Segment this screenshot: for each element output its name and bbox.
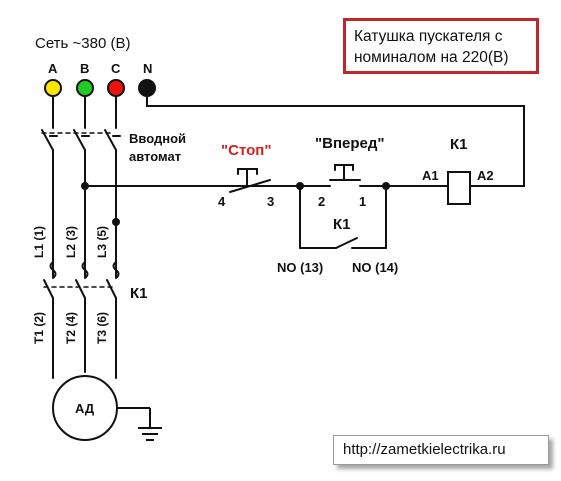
stop-label: "Стоп" bbox=[221, 142, 271, 159]
phase-a-label: A bbox=[48, 61, 58, 76]
no13-label: NO (13) bbox=[277, 260, 323, 275]
coil-label: К1 bbox=[450, 136, 468, 153]
breaker-label-1: Вводной bbox=[129, 131, 186, 146]
neutral-wire bbox=[146, 94, 525, 187]
coil-terminal-a1: A1 bbox=[422, 168, 439, 183]
phase-c-label: C bbox=[111, 61, 121, 76]
callout-line-1: Катушка пускателя с bbox=[354, 28, 503, 45]
no14-label: NO (14) bbox=[352, 260, 398, 275]
phase-c-lamp bbox=[107, 79, 125, 97]
breaker-label-2: автомат bbox=[129, 149, 181, 164]
phase-b-lamp bbox=[76, 79, 94, 97]
output-terminal-t2: T2 (4) bbox=[64, 312, 78, 344]
motor-label: АД bbox=[75, 401, 95, 416]
coil-terminal-a2: A2 bbox=[477, 168, 494, 183]
forward-button bbox=[299, 164, 387, 187]
network-label: Сеть ~380 (В) bbox=[35, 35, 130, 52]
junction-dots bbox=[81, 182, 390, 226]
input-terminal-l2: L2 (3) bbox=[64, 226, 78, 258]
output-terminal-t3: T3 (6) bbox=[95, 312, 109, 344]
output-terminal-t1: T1 (2) bbox=[32, 312, 46, 344]
phase-b-label: B bbox=[80, 61, 89, 76]
contactor-label: К1 bbox=[130, 285, 148, 302]
aux-contact-label: К1 bbox=[333, 216, 351, 233]
coil-callout: Катушка пускателя с номиналом на 220(В) bbox=[343, 18, 539, 74]
stop-button bbox=[229, 168, 301, 193]
callout-line-2: номиналом на 220(В) bbox=[354, 49, 509, 66]
forward-terminal-2: 2 bbox=[318, 194, 325, 209]
aux-contact-k1 bbox=[299, 185, 387, 249]
forward-terminal-1: 1 bbox=[359, 194, 366, 209]
input-terminal-l1: L1 (1) bbox=[32, 226, 46, 258]
neutral-lamp bbox=[138, 79, 156, 97]
stop-terminal-3: 3 bbox=[267, 194, 274, 209]
motor bbox=[52, 375, 162, 441]
input-breaker bbox=[41, 129, 121, 151]
input-terminal-l3: L3 (5) bbox=[95, 226, 109, 258]
contactor-main-contacts bbox=[43, 261, 120, 299]
coil-k1 bbox=[447, 171, 471, 205]
forward-label: "Вперед" bbox=[315, 135, 385, 152]
site-url[interactable]: http://zametkielectrika.ru bbox=[333, 435, 549, 465]
phase-a-lamp bbox=[44, 79, 62, 97]
neutral-label: N bbox=[143, 61, 152, 76]
stop-terminal-4: 4 bbox=[218, 194, 226, 209]
